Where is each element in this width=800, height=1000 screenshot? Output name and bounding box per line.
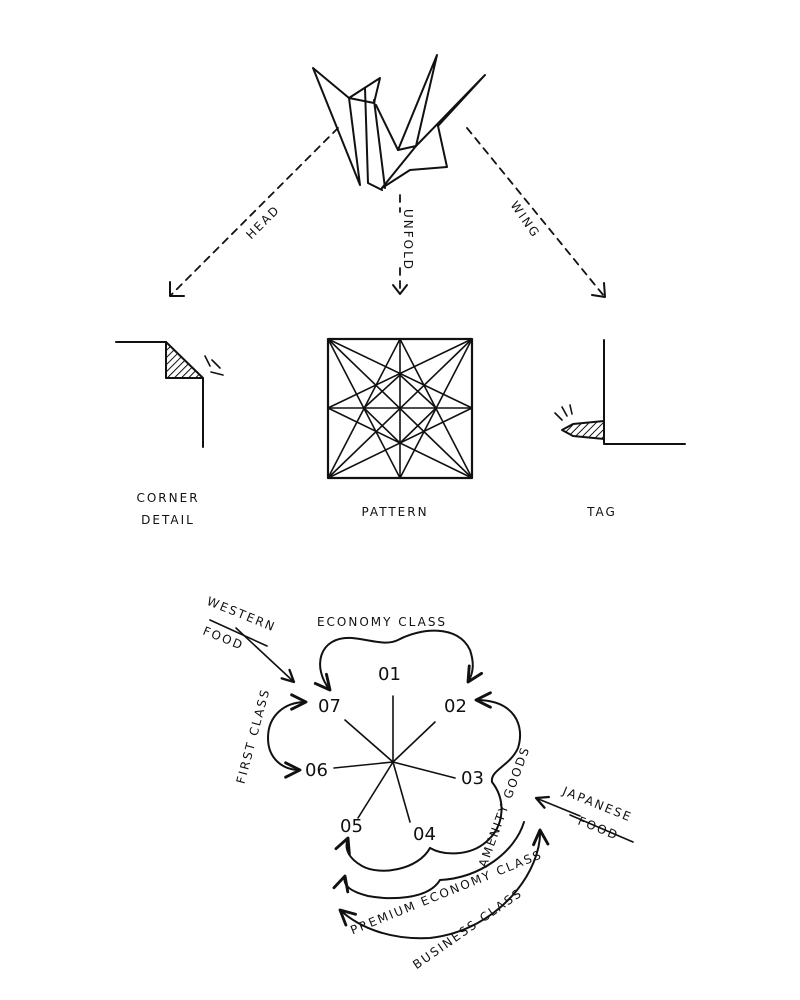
label-japanese: JAPANESE — [560, 784, 635, 825]
tag-figure — [554, 339, 686, 445]
western-food-input: WESTERN FOOD — [201, 594, 296, 684]
arrow-wing: WING — [466, 127, 606, 298]
node-01: 01 — [378, 664, 401, 685]
node-06: 06 — [305, 760, 328, 781]
label-first-class: FIRST CLASS — [234, 687, 273, 786]
corner-detail-figure — [115, 341, 224, 448]
arrow-label-head: HEAD — [243, 202, 283, 242]
flow-diagram: 01 02 03 04 05 06 07 ECONOMY CLASS FIRST… — [201, 594, 634, 972]
spokes — [333, 695, 456, 823]
node-04: 04 — [413, 824, 436, 845]
node-05: 05 — [340, 816, 363, 837]
arrow-head: HEAD — [169, 127, 339, 297]
caption-corner-line1: CORNER — [136, 491, 199, 505]
node-02: 02 — [444, 696, 467, 717]
caption-pattern: PATTERN — [361, 505, 428, 519]
japanese-food-input: JAPANESE FOOD — [534, 784, 635, 843]
label-amenity-goods: AMENITY GOODS — [476, 744, 533, 869]
arrow-label-wing: WING — [508, 199, 543, 241]
label-economy-class: ECONOMY CLASS — [317, 615, 447, 629]
origami-crane-icon — [312, 54, 486, 191]
crease-pattern-figure — [326, 337, 474, 480]
caption-tag: TAG — [586, 505, 617, 519]
caption-corner-line2: DETAIL — [141, 513, 195, 527]
node-03: 03 — [461, 768, 484, 789]
label-western-food: FOOD — [201, 624, 246, 653]
arrow-label-unfold: UNFOLD — [401, 209, 415, 271]
node-07: 07 — [318, 696, 341, 717]
arrow-unfold: UNFOLD — [392, 194, 415, 295]
